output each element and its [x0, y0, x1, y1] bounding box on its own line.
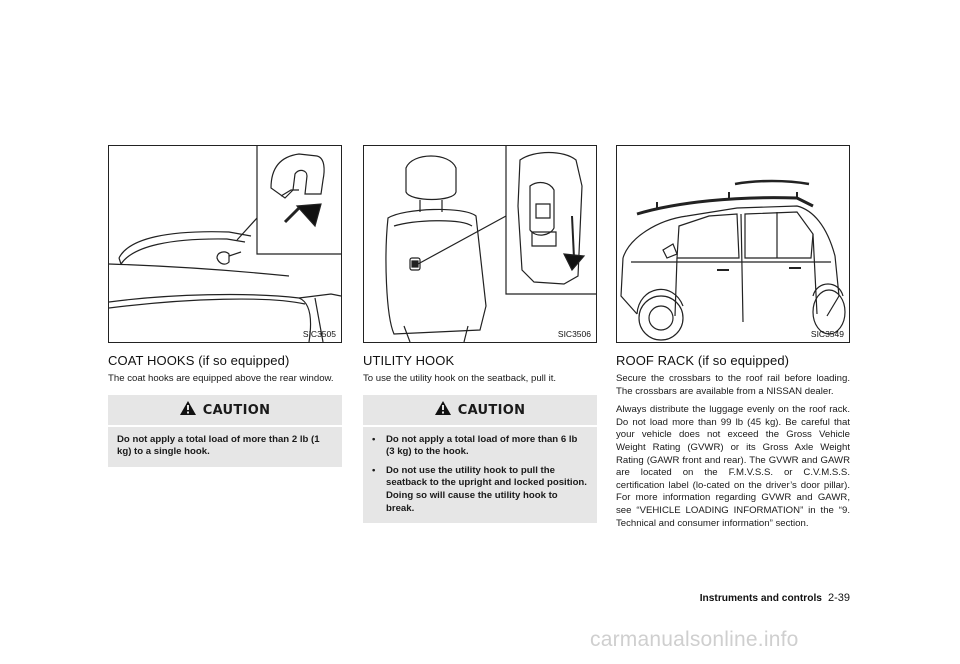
page-number: 2-39: [827, 592, 850, 604]
paragraph: Secure the crossbars to the roof rail be…: [616, 373, 850, 397]
paragraph: To use the utility hook on the seatback,…: [363, 373, 557, 384]
page-footer: Instruments and controls 2-39: [687, 592, 850, 604]
caution-item-text: Do not apply a total load of more than 6…: [386, 433, 578, 458]
caution-text: Do not apply a total load of more than 2…: [117, 433, 320, 458]
coat-hook-illustration: [109, 146, 341, 342]
caution-box: CAUTION • Do not apply a total load of m…: [363, 394, 597, 524]
caution-body: • Do not apply a total load of more than…: [363, 427, 597, 524]
caution-title: CAUTION: [457, 402, 526, 418]
figure-utility-hook: SIC3506: [363, 145, 597, 343]
section-heading: ROOF RACK (if so equipped): [616, 353, 790, 368]
figure-code: SIC3505: [302, 329, 336, 339]
warning-triangle-icon: [179, 400, 196, 420]
column-utility-hook: SIC3506 UTILITY HOOK To use the utility …: [363, 145, 597, 524]
caution-header: CAUTION: [108, 395, 342, 427]
figure-coat-hook: SIC3505: [108, 145, 342, 343]
bullet: •: [372, 464, 376, 476]
figure-code: SIC3506: [557, 329, 591, 339]
warning-triangle-icon: [434, 400, 451, 420]
roof-rack-illustration: [620, 179, 846, 341]
watermark: carmanualsonline.info: [590, 628, 799, 651]
paragraph: The coat hooks are equipped above the re…: [108, 373, 334, 384]
caution-item: • Do not apply a total load of more than…: [372, 434, 588, 459]
section-heading: UTILITY HOOK: [363, 353, 455, 368]
caution-box: CAUTION Do not apply a total load of mor…: [108, 394, 342, 467]
caution-header: CAUTION: [363, 395, 597, 427]
caution-item: • Do not use the utility hook to pull th…: [372, 465, 588, 515]
utility-hook-illustration: [385, 146, 596, 342]
caution-item-text: Do not use the utility hook to pull the …: [386, 464, 587, 514]
column-coat-hooks: SIC3505 COAT HOOKS (if so equipped) The …: [108, 145, 342, 467]
figure-code: SIC3549: [810, 329, 844, 339]
footer-section-title: Instruments and controls: [699, 593, 822, 604]
bullet: •: [372, 433, 376, 445]
column-roof-rack: SIC3549 ROOF RACK (if so equipped) Secur…: [616, 145, 850, 536]
caution-list: • Do not apply a total load of more than…: [372, 434, 588, 516]
paragraph: Always distribute the luggage evenly on …: [616, 404, 850, 529]
figure-roof-rack: SIC3549: [616, 145, 850, 343]
caution-title: CAUTION: [202, 402, 271, 418]
section-heading: COAT HOOKS (if so equipped): [108, 353, 290, 368]
